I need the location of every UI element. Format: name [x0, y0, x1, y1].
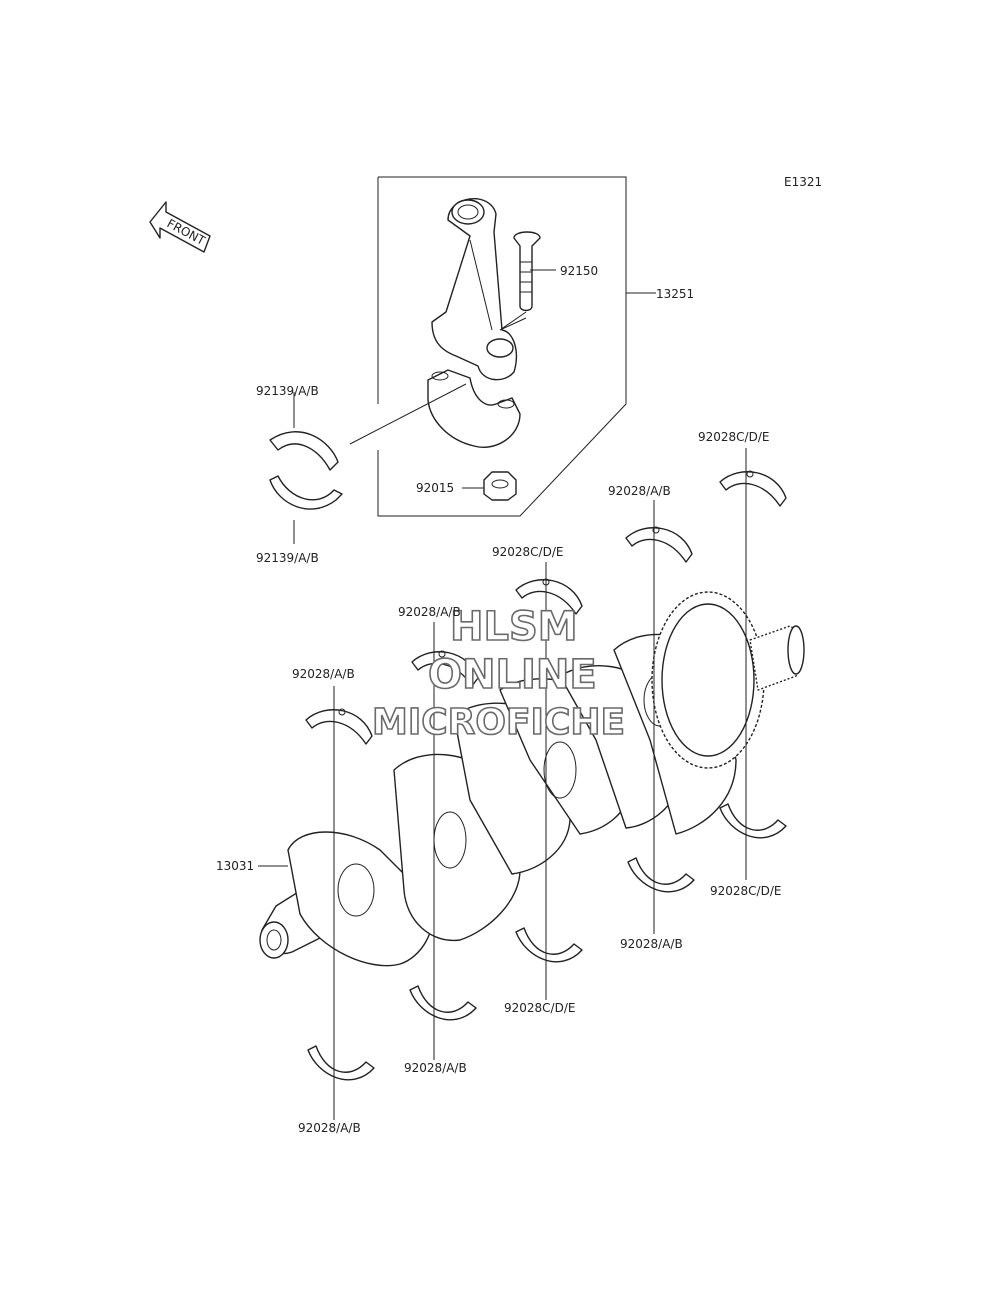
label-92028ab-3: 92028/A/B [292, 667, 355, 681]
label-92139-bottom: 92139/A/B [256, 551, 319, 565]
label-92028cde-2: 92028C/D/E [492, 545, 563, 559]
label-13251: 13251 [656, 287, 694, 301]
main-bearing-upper-5 [719, 470, 787, 507]
connecting-rod [431, 198, 518, 381]
label-92028ab-2: 92028/A/B [398, 605, 461, 619]
label-92150: 92150 [560, 264, 598, 278]
main-bearing-lower-4 [627, 857, 695, 893]
main-bearing-upper-4 [625, 526, 693, 563]
label-92028ab-1: 92028/A/B [608, 484, 671, 498]
main-bearing-lower-3 [515, 927, 583, 963]
conrod-bearing-upper [269, 431, 339, 471]
diagram-code: E1321 [784, 175, 822, 189]
label-92015: 92015 [416, 481, 454, 495]
conrod-bolt [513, 231, 541, 312]
label-92028ab-6: 92028/A/B [298, 1121, 361, 1135]
main-bearing-lower-2 [409, 985, 477, 1021]
label-92028cde-4: 92028C/D/E [504, 1001, 575, 1015]
label-92028cde-3: 92028C/D/E [710, 884, 781, 898]
crankshaft [259, 591, 805, 967]
label-92028cde-1: 92028C/D/E [698, 430, 769, 444]
conrod-nut [483, 471, 517, 501]
conrod-cap [427, 369, 521, 448]
conrod-bearing-lower [269, 475, 343, 510]
svg-text:HLSM: HLSM [450, 604, 578, 650]
main-bearing-upper-1 [305, 708, 373, 745]
front-arrow-icon: FRONT [149, 201, 211, 253]
main-bearing-lower-1 [307, 1045, 375, 1081]
label-13031: 13031 [216, 859, 254, 873]
svg-text:ONLINE: ONLINE [428, 652, 597, 698]
conrod-assembly-box [377, 176, 627, 517]
label-92139-top: 92139/A/B [256, 384, 319, 398]
label-92028ab-4: 92028/A/B [620, 937, 683, 951]
svg-text:MICROFICHE: MICROFICHE [372, 702, 625, 743]
main-bearing-lower-5 [719, 803, 787, 839]
label-92028ab-5: 92028/A/B [404, 1061, 467, 1075]
watermark: HLSM ONLINE MICROFICHE [371, 603, 626, 744]
